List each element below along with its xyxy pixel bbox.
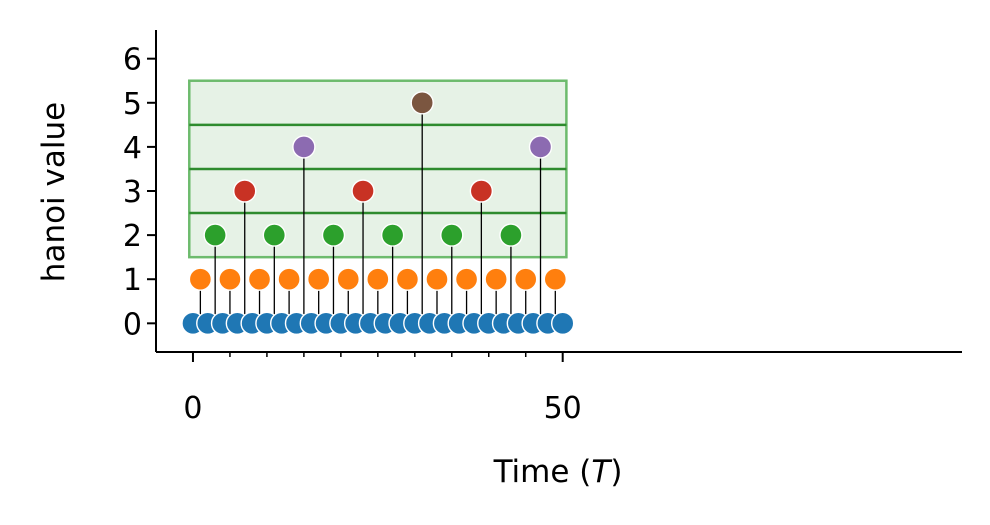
data-point — [233, 179, 257, 203]
data-point — [306, 267, 331, 291]
x-axis-label: Time (T) — [493, 454, 623, 490]
data-point — [469, 179, 494, 203]
y-tick-label: 2 — [123, 219, 142, 254]
data-point — [454, 267, 479, 291]
y-tick-label: 0 — [123, 307, 142, 342]
data-point — [203, 223, 227, 247]
y-tick-label: 1 — [123, 263, 142, 298]
y-tick-label: 6 — [123, 43, 142, 78]
data-point — [188, 267, 213, 291]
data-point — [336, 267, 360, 291]
data-point — [550, 311, 575, 336]
data-point — [514, 267, 538, 291]
y-tick-label: 5 — [123, 87, 142, 122]
data-point — [277, 267, 301, 291]
points-layer — [181, 91, 575, 336]
data-point — [499, 223, 523, 247]
data-point — [484, 267, 508, 291]
data-point — [410, 91, 434, 115]
data-point — [321, 223, 346, 247]
data-point — [440, 223, 464, 247]
highlight-box-layer — [188, 79, 568, 259]
data-point — [528, 135, 553, 159]
data-point — [366, 267, 390, 291]
data-point — [395, 267, 420, 291]
x-tick-label: 50 — [544, 391, 582, 426]
data-point — [292, 135, 316, 159]
y-axis-label: hanoi value — [36, 102, 72, 282]
y-tick-label: 3 — [123, 175, 142, 210]
data-point — [351, 179, 375, 203]
data-point — [543, 267, 568, 291]
data-point — [262, 223, 287, 247]
y-tick-label: 4 — [123, 131, 142, 166]
data-point — [425, 267, 449, 291]
x-tick-label: 0 — [183, 391, 202, 426]
data-point — [380, 223, 405, 247]
data-point — [247, 267, 272, 291]
data-point — [218, 267, 242, 291]
axes-layer: 0 1 2 3 4 5 6 0 50 — [123, 30, 962, 426]
